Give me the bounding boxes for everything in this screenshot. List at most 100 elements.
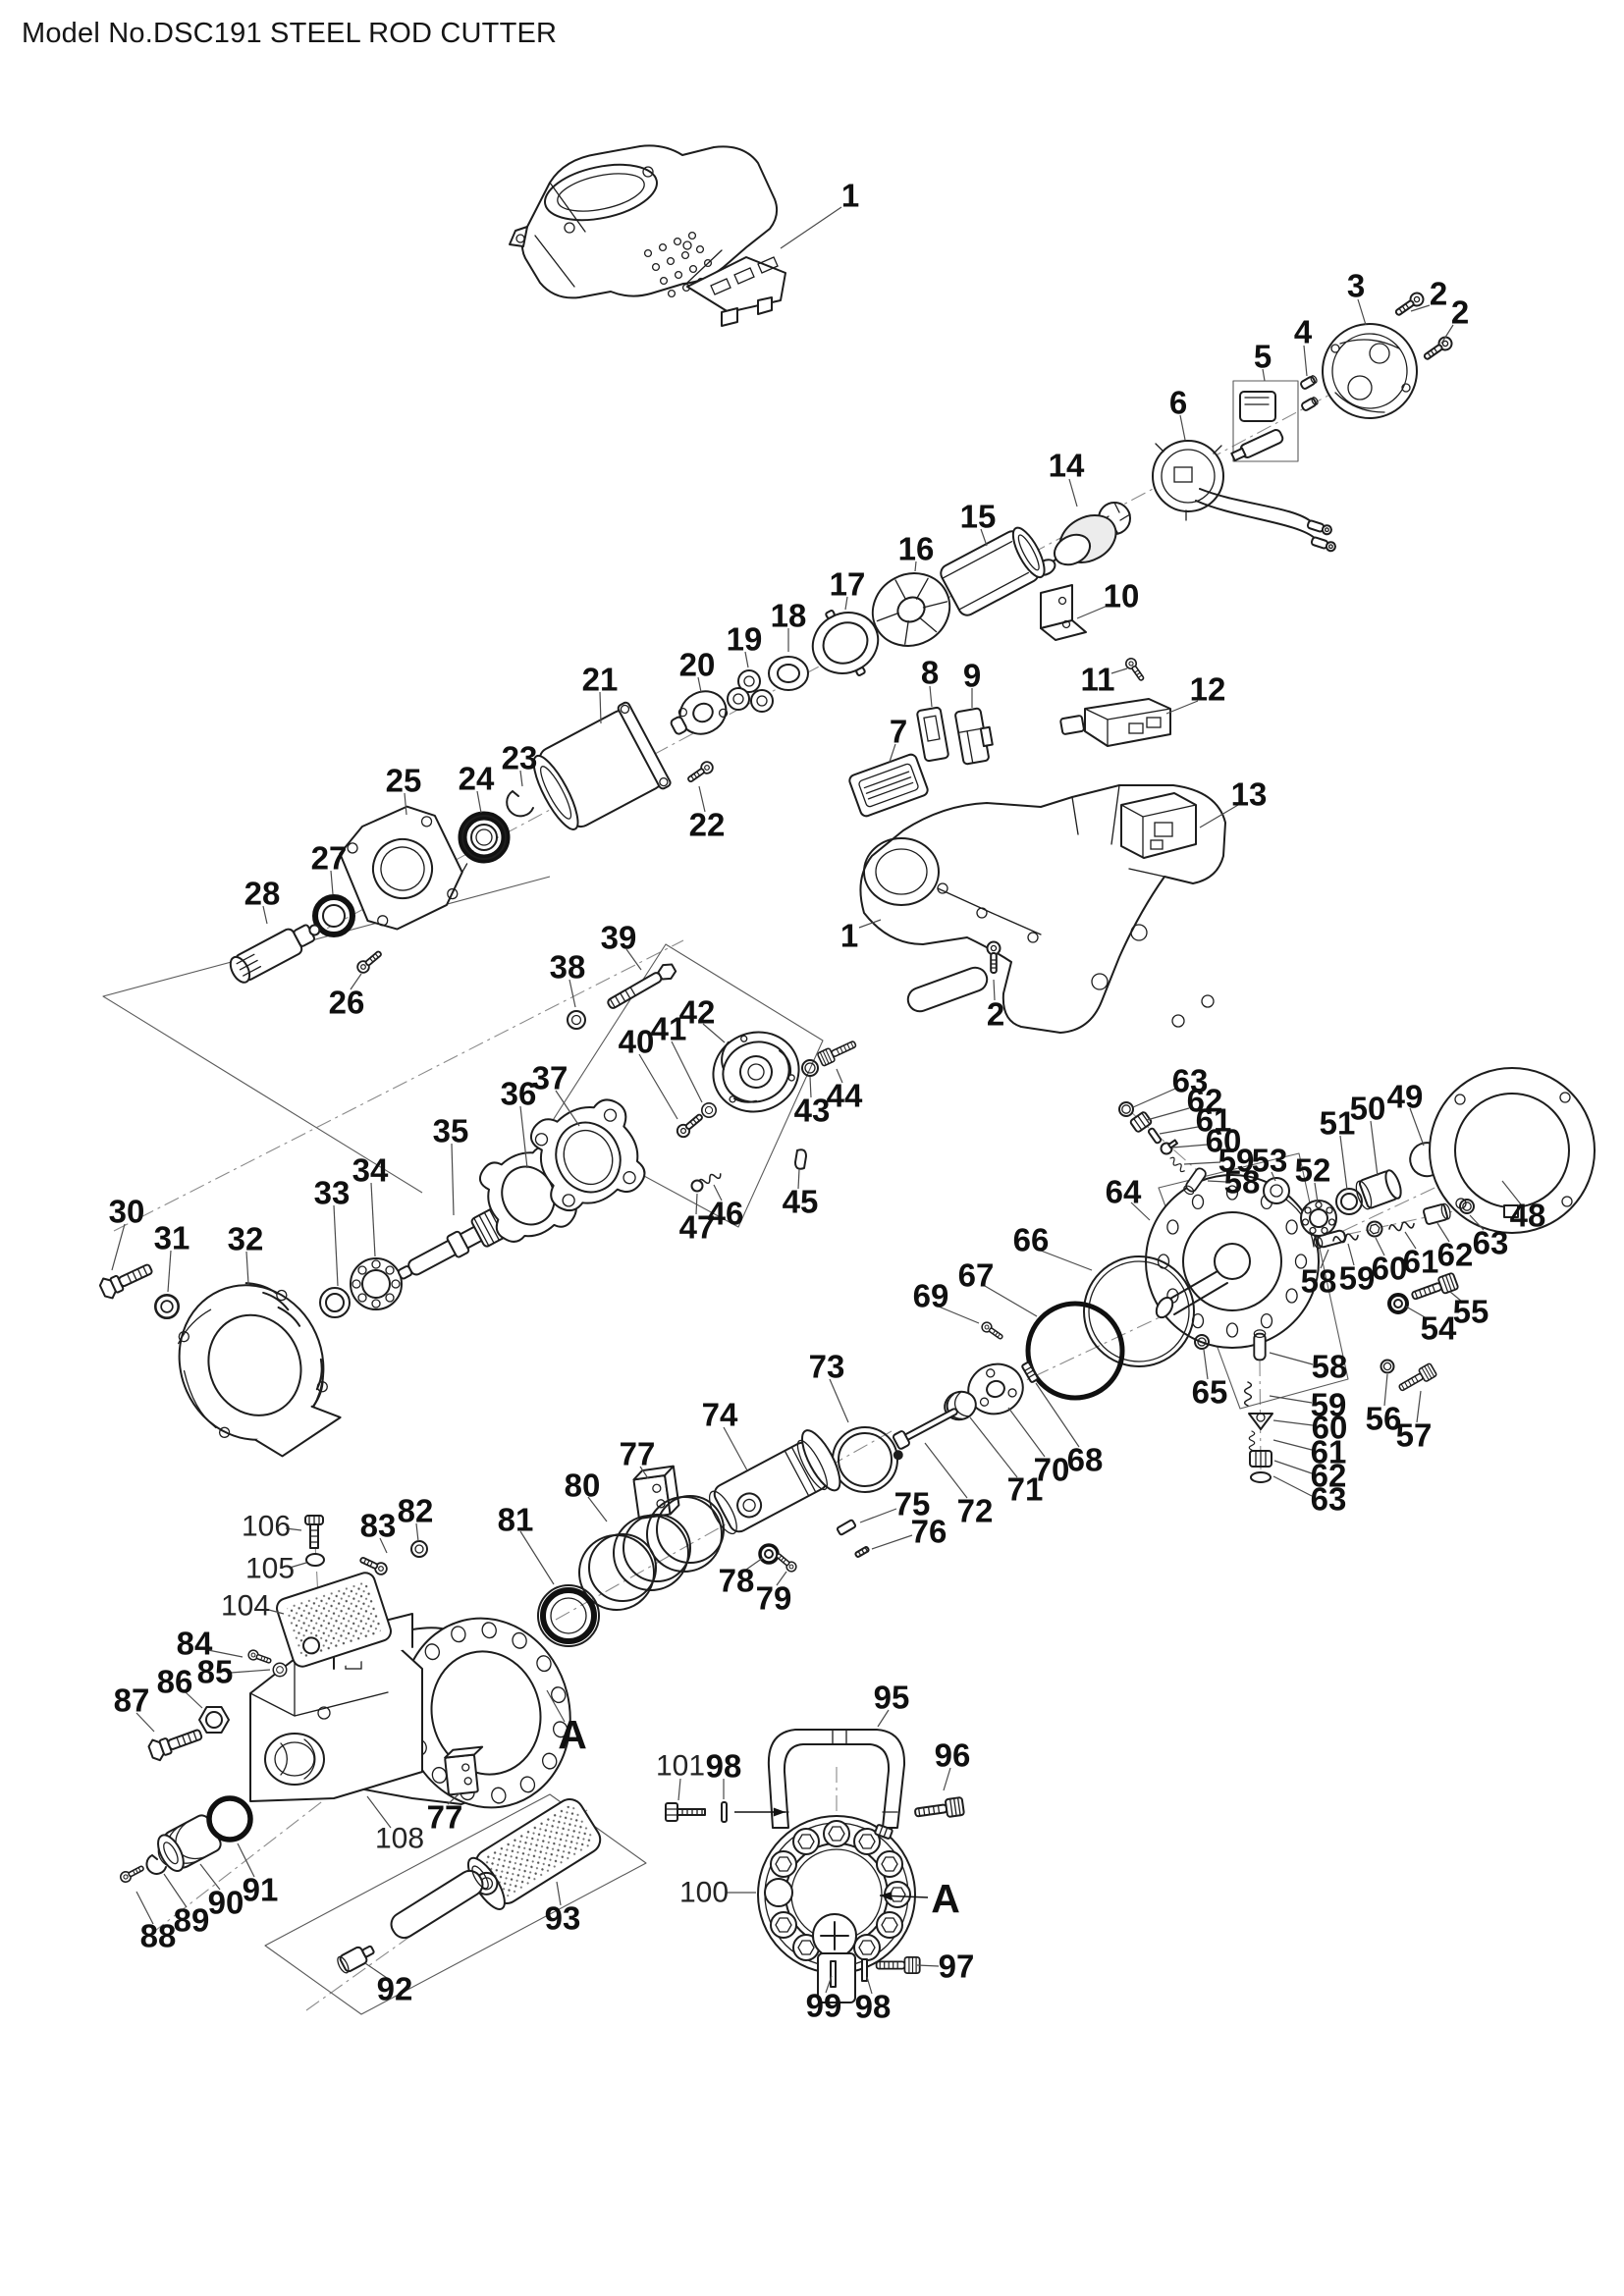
ring-27 [312, 894, 355, 937]
crank-housing-64 [1145, 1174, 1320, 1349]
part-label-79: 79 [756, 1580, 792, 1617]
leader-line-88 [135, 1891, 154, 1925]
cup-seal-81 [537, 1584, 600, 1647]
part-label-104: 104 [221, 1590, 270, 1623]
screw-2a [1391, 289, 1428, 320]
leader-line-61 [1159, 1126, 1199, 1135]
washer-51 [1335, 1188, 1363, 1215]
switch-plate-6 [1152, 440, 1336, 553]
part-label-63: 63 [1311, 1481, 1347, 1518]
part-label-95: 95 [874, 1680, 910, 1716]
part-label-90: 90 [208, 1885, 244, 1921]
leader-line-15 [980, 528, 988, 547]
part-label-23: 23 [502, 740, 538, 776]
leader-line-60 [1272, 1419, 1314, 1426]
leader-line-63 [1272, 1475, 1313, 1497]
leader-line-30 [111, 1223, 126, 1271]
gear-case-21 [532, 701, 672, 830]
bearing-52 [1300, 1200, 1337, 1237]
leader-line-43 [809, 1076, 812, 1098]
leader-line-57 [1416, 1390, 1422, 1423]
screw-26 [353, 947, 385, 977]
valve-pin-92 [337, 1945, 375, 1974]
part-label-24: 24 [459, 761, 495, 797]
leader-line-6 [1179, 414, 1186, 441]
screw-11 [1122, 655, 1148, 684]
switch-5 [1230, 391, 1284, 462]
leader-line-50 [1370, 1120, 1379, 1177]
brush-holder-9 [954, 707, 994, 766]
ring-plate-48 [1429, 1067, 1596, 1234]
leader-line-59 [1347, 1243, 1355, 1266]
part-label-3: 3 [1347, 268, 1365, 304]
leader-line-73 [829, 1378, 849, 1423]
leader-line-95 [877, 1709, 890, 1728]
leader-line-70 [1007, 1407, 1046, 1458]
leader-line-32 [245, 1251, 249, 1285]
leader-line-84 [207, 1649, 244, 1658]
pins-4 [1300, 375, 1319, 411]
leader-line-17 [844, 596, 848, 611]
part-label-85: 85 [197, 1654, 234, 1690]
part-label-80: 80 [565, 1468, 601, 1504]
leader-line-105 [289, 1562, 307, 1569]
controller-13 [1120, 792, 1197, 859]
flange-20 [670, 690, 729, 735]
part-label-31: 31 [154, 1220, 190, 1256]
springs-80 [578, 1495, 725, 1611]
part-label-106: 106 [242, 1511, 291, 1543]
leader-line-58 [1320, 1249, 1329, 1269]
leader-line-104 [264, 1608, 285, 1615]
part-label-51: 51 [1320, 1105, 1356, 1142]
leader-line-86 [185, 1691, 203, 1709]
part-label-13: 13 [1231, 776, 1268, 813]
leader-line-69 [938, 1306, 980, 1324]
filter-plate-104 [276, 1572, 392, 1668]
leader-line-53 [1271, 1171, 1276, 1182]
brush-holder-8 [916, 706, 949, 763]
bolt-44 [816, 1036, 859, 1068]
bearing-retainer-3 [1322, 323, 1418, 419]
part-label-70: 70 [1034, 1452, 1070, 1488]
leader-line-2 [1410, 304, 1431, 312]
part-label-87: 87 [114, 1682, 150, 1719]
part-label-67: 67 [958, 1257, 995, 1294]
screw-88 [118, 1862, 146, 1885]
leader-line-14 [1068, 478, 1078, 507]
pin-76 [854, 1546, 870, 1558]
ring-33 [319, 1287, 351, 1318]
leader-line-3 [1357, 298, 1367, 326]
part-label-101: 101 [656, 1750, 705, 1783]
bearing-plate-37 [529, 1098, 646, 1212]
leader-line-A [546, 1689, 566, 1723]
washer-78 [758, 1543, 780, 1565]
part-label-7: 7 [890, 714, 907, 750]
nut-86 [198, 1706, 230, 1734]
part-label-32: 32 [228, 1221, 264, 1257]
part-label-2: 2 [987, 996, 1004, 1033]
part-label-82: 82 [398, 1493, 434, 1529]
part-label-62: 62 [1311, 1458, 1347, 1494]
motor-can-15 [940, 526, 1046, 616]
leader-line-56 [1383, 1373, 1388, 1407]
screw-101 [665, 1802, 706, 1822]
washer-85 [272, 1662, 288, 1678]
arrow-head [773, 1807, 785, 1817]
leader-line-82 [415, 1522, 419, 1542]
key-75 [836, 1519, 857, 1536]
part-label-45: 45 [783, 1184, 819, 1220]
part-label-77: 77 [427, 1799, 463, 1836]
part-label-52: 52 [1295, 1152, 1331, 1189]
leader-line-74 [723, 1426, 748, 1471]
part-label-9: 9 [963, 658, 981, 694]
part-label-86: 86 [157, 1664, 193, 1700]
leader-line-71 [969, 1416, 1018, 1478]
part-label-40: 40 [619, 1024, 655, 1060]
bolt-39 [607, 963, 677, 1009]
o-ring-66 [1083, 1255, 1195, 1367]
leader-line-58 [1269, 1352, 1314, 1365]
part-label-78: 78 [719, 1563, 755, 1599]
part-label-98: 98 [855, 1989, 892, 2025]
